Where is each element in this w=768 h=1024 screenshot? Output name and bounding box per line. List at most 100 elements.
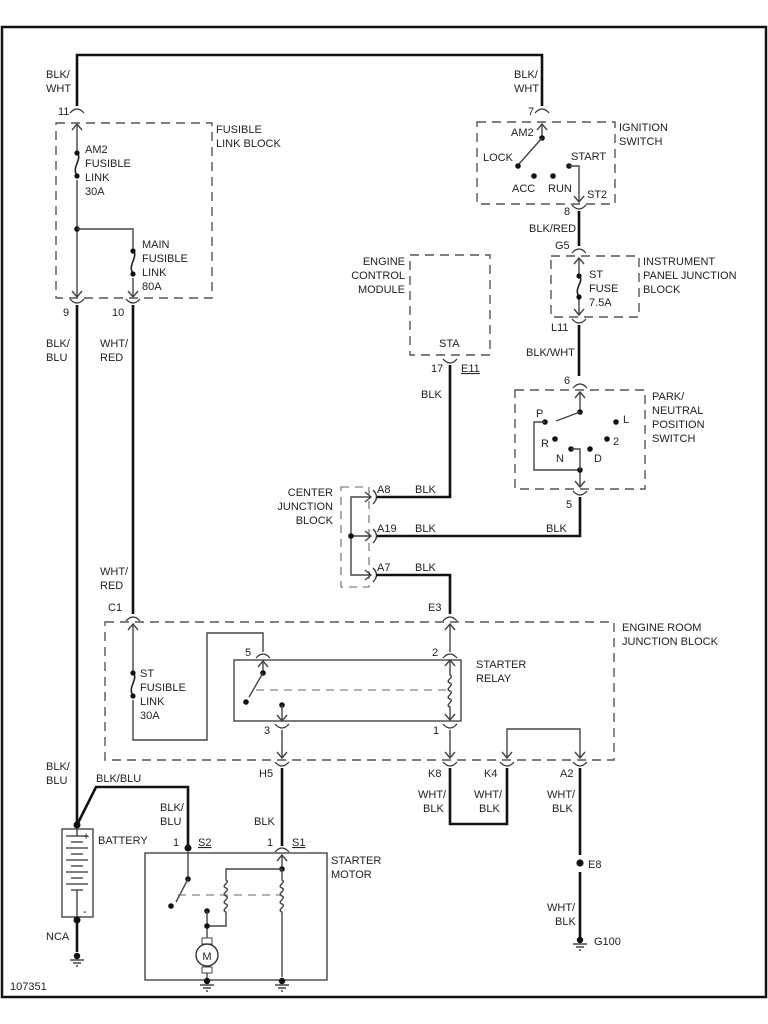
wire-pn-blk xyxy=(376,497,582,538)
splice-e8 xyxy=(576,859,584,867)
wire-label: BLK/ xyxy=(46,69,71,81)
wire-label: RED xyxy=(100,580,123,592)
label: POSITION xyxy=(652,419,705,431)
label: ENGINE ROOM xyxy=(622,622,701,634)
label: RUN xyxy=(548,183,572,195)
connector-label: K4 xyxy=(484,768,497,780)
wire-label: BLK/WHT xyxy=(526,347,575,359)
label: STA xyxy=(439,338,460,350)
label: E3 xyxy=(428,602,441,614)
fusible-link-block: 11 FUSIBLE LINK BLOCK AM2 FUSIBLE LINK 3… xyxy=(55,106,281,319)
wire-blk-wht-top xyxy=(75,53,544,106)
coil-icon xyxy=(447,661,452,720)
label: 30A xyxy=(85,186,105,198)
label: + xyxy=(83,831,89,843)
battery-icon xyxy=(66,829,88,917)
engine-room-junction-block: E3 C1 ENGINE ROOM JUNCTION BLOCK ST FUSI… xyxy=(104,602,719,761)
label: LOCK xyxy=(483,152,514,164)
instrument-panel-junction-block: G5 INSTRUMENT PANEL JUNCTION BLOCK ST FU… xyxy=(550,240,737,334)
label: IGNITION xyxy=(619,122,668,134)
wire-label: BLK/RED xyxy=(529,223,576,235)
label: NEUTRAL xyxy=(652,405,703,417)
label: 5 xyxy=(566,499,572,511)
label: ST xyxy=(140,668,154,680)
label: G5 xyxy=(555,240,570,252)
label: CONTROL xyxy=(351,270,405,282)
wire-label: BLK/ xyxy=(46,761,71,773)
wire-label: BLK/ xyxy=(514,69,539,81)
label: 2 xyxy=(613,436,619,448)
label: MOTOR xyxy=(331,869,372,881)
label: FUSIBLE xyxy=(216,124,262,136)
wire-label: BLK xyxy=(415,523,436,535)
wire-label: WHT/ xyxy=(100,338,129,350)
label: E11 xyxy=(461,363,480,375)
label: 6 xyxy=(564,375,570,387)
label: 10 xyxy=(112,307,124,319)
wire-blk-blu-s2 xyxy=(75,785,190,847)
wire-label: BLK xyxy=(423,803,444,815)
label: LINK xyxy=(85,172,110,184)
label: BLOCK xyxy=(643,284,681,296)
wire-label: BLK xyxy=(479,803,500,815)
label: STARTER xyxy=(331,855,381,867)
wire-label: WHT xyxy=(46,83,71,95)
wire-label: WHT/ xyxy=(418,789,447,801)
label: D xyxy=(594,453,602,465)
label: MODULE xyxy=(358,284,405,296)
wire-label: BLU xyxy=(46,352,67,364)
coil-icon xyxy=(279,869,284,977)
label: 5 xyxy=(245,647,251,659)
diagram-id: 107351 xyxy=(10,981,47,993)
label: N xyxy=(556,453,564,465)
label: 1 xyxy=(267,837,273,849)
wire-label: BLK/ xyxy=(160,802,185,814)
label: 7 xyxy=(528,106,534,118)
label: AM2 xyxy=(85,144,108,156)
connector-label: G100 xyxy=(594,936,621,948)
label: FUSIBLE xyxy=(140,682,186,694)
diagram-frame xyxy=(0,25,768,999)
label: 7.5A xyxy=(589,297,612,309)
label: FUSIBLE xyxy=(85,158,131,170)
label: PARK/ xyxy=(652,391,685,403)
park-neutral-position-switch: 6 PARK/ NEUTRAL POSITION SWITCH P R N D … xyxy=(514,375,705,511)
connector-label: H5 xyxy=(259,768,273,780)
label: P xyxy=(536,408,543,420)
label: LINK BLOCK xyxy=(216,138,281,150)
wire-label: BLK xyxy=(415,562,436,574)
wire-label: BLK xyxy=(421,389,442,401)
label: 1 xyxy=(433,725,439,737)
label: LINK xyxy=(140,696,165,708)
ignition-switch: 7 IGNITION SWITCH AM2 LOCK START ACC RUN… xyxy=(476,106,668,218)
ground-icon xyxy=(275,984,289,992)
wire-label: BLU xyxy=(160,816,181,828)
connector-label: A2 xyxy=(560,768,573,780)
wire-label: BLU xyxy=(46,775,67,787)
wire-label: RED xyxy=(100,352,123,364)
label: L xyxy=(623,414,629,426)
connector-label: E8 xyxy=(588,859,601,871)
label: A19 xyxy=(377,523,397,535)
wire-label: WHT/ xyxy=(474,789,503,801)
label: LINK xyxy=(142,267,167,279)
wire-label: BLK/ xyxy=(46,338,71,350)
wire-k8-k4 xyxy=(448,768,509,826)
connector-label: NCA xyxy=(46,931,70,943)
label: 80A xyxy=(142,281,162,293)
wire-label: WHT/ xyxy=(547,789,576,801)
wire-a7-blk xyxy=(376,573,452,614)
starter-motor: 1 S2 1 S1 STARTER MOTOR M xyxy=(144,837,381,992)
label: A7 xyxy=(377,562,390,574)
label: FUSIBLE xyxy=(142,253,188,265)
label: ENGINE xyxy=(363,256,405,268)
label: MAIN xyxy=(142,239,170,251)
label: - xyxy=(83,906,87,918)
label: JUNCTION xyxy=(277,501,333,513)
label: INSTRUMENT xyxy=(643,256,715,268)
label: L11 xyxy=(551,322,569,334)
label: STARTER xyxy=(476,659,526,671)
label: 8 xyxy=(564,206,570,218)
wire-label: WHT/ xyxy=(547,902,576,914)
